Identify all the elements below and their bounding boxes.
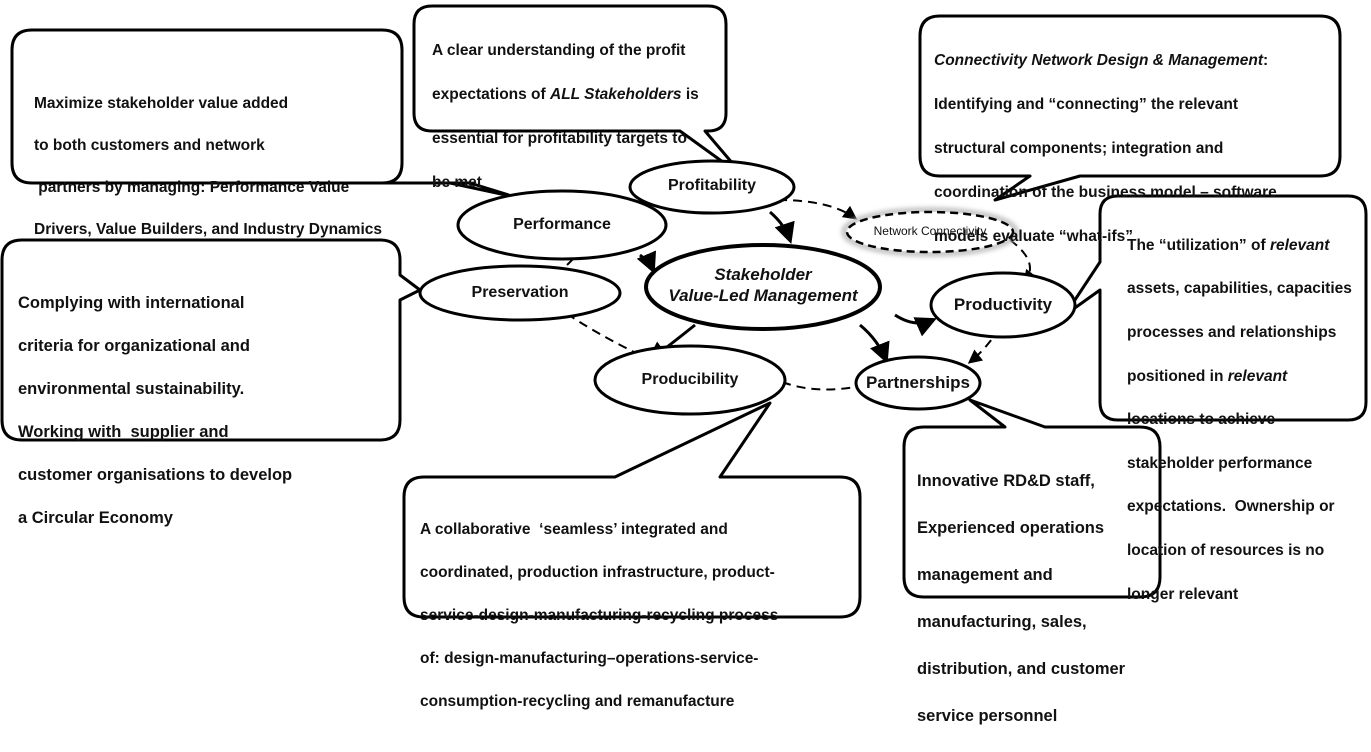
callout-partnerships-line4: manufacturing, sales, (917, 612, 1087, 631)
callout-preservation-box (0, 238, 422, 442)
callout-performance-text: Maximize stakeholder value added to both… (34, 72, 382, 261)
callout-performance-line4: Drivers, Value Builders, and Industry Dy… (34, 221, 383, 238)
callout-productivity-line7: expectations. Ownership or (1127, 498, 1335, 516)
callout-partnerships-line1: Innovative RD&D staff, (917, 471, 1095, 490)
callout-producibility-box (402, 401, 862, 619)
callout-productivity-line1-italic: relevant (1269, 236, 1330, 254)
callout-producibility-line2: coordinated, production infrastructure, … (420, 563, 775, 581)
callout-producibility-line4: of: design-manufacturing–operations-serv… (420, 649, 759, 667)
callout-profitability-line1: A clear understanding of the profit (432, 42, 686, 59)
callout-productivity-line1: The “utilization” of relevant (1127, 235, 1352, 257)
callout-partnerships-line3: management and (917, 565, 1053, 584)
callout-partnerships-text: Innovative RD&D staff, Experienced opera… (917, 446, 1125, 752)
arrow-center-productivity (894, 313, 937, 337)
callout-producibility-text: A collaborative ‘seamless’ integrated an… (420, 497, 778, 734)
arrow-profitability-center (769, 210, 795, 244)
node-producibility-label: Producibility (641, 371, 739, 388)
callouts (0, 4, 1368, 619)
callout-productivity-line2: assets, capabilities, capacities (1127, 280, 1352, 298)
callout-connectivity-line3: structural components; integration and (934, 140, 1224, 157)
callout-productivity-line3: processes and relationships (1127, 323, 1337, 341)
callout-connectivity-line1-italic: Connectivity Network Design & Management (934, 52, 1264, 69)
callout-preservation-line1: Complying with international (18, 293, 245, 312)
callout-preservation-line2: criteria for organizational and (18, 336, 250, 355)
node-productivity-ellipse (929, 271, 1077, 339)
callout-productivity-line9: longer relevant (1127, 585, 1239, 603)
node-productivity-label: Productivity (953, 295, 1053, 314)
stakeholder-value-diagram (0, 4, 1368, 619)
callout-performance-line1: Maximize stakeholder value added (34, 95, 289, 112)
callout-performance-box (10, 28, 517, 199)
callout-connectivity-line2: Identifying and “connecting” the relevan… (934, 96, 1239, 113)
arrow-center-partnerships (859, 323, 890, 364)
callout-producibility-line1: A collaborative ‘seamless’ integrated an… (420, 520, 728, 538)
callout-preservation-line5: customer organisations to develop (18, 465, 293, 484)
callout-connectivity-line4: coordination of the business model – sof… (934, 184, 1277, 201)
callout-connectivity-box (918, 14, 1342, 202)
callout-connectivity-line5: models evaluate “what-ifs” (934, 228, 1133, 245)
arrow-performance-center (636, 250, 657, 274)
callout-partnerships-line2: Experienced operations (917, 518, 1105, 537)
callout-partnerships-line6: service personnel (917, 706, 1058, 725)
node-producibility-ellipse (593, 344, 787, 416)
callout-producibility-line3: service-design-manufacturing-recycling p… (420, 606, 779, 624)
callout-partnerships-line5: distribution, and customer (917, 659, 1126, 678)
callout-preservation-line6: a Circular Economy (18, 508, 173, 527)
callout-connectivity-text: Connectivity Network Design & Management… (934, 28, 1277, 270)
node-network-ellipse (845, 210, 1015, 254)
callout-profitability-text: A clear understanding of the profit expe… (432, 18, 699, 216)
node-network-label: Network Connectivity (873, 224, 987, 238)
callout-profitability-line2-italic: ALL Stakeholders (550, 86, 682, 103)
callout-productivity-line6: stakeholder performance (1127, 454, 1313, 472)
callout-preservation-line4: Working with supplier and (18, 422, 229, 441)
node-preservation-ellipse (418, 264, 622, 322)
callout-performance-line3: partners by managing: Performance Value (34, 179, 350, 196)
node-profitability-label: Profitability (667, 177, 756, 194)
callout-profitability-line2-suffix: is (681, 86, 699, 103)
node-partnerships-ellipse (854, 355, 982, 411)
callout-productivity-line4: positioned in relevant (1127, 366, 1352, 388)
node-partnerships-label: Partnerships (866, 373, 970, 392)
callout-performance-line2: to both customers and network (34, 137, 265, 154)
connector-partnerships-producibility (784, 382, 866, 391)
callout-profitability-box (412, 4, 747, 180)
center-label-line1: Stakeholder (714, 265, 812, 284)
node-performance-ellipse (456, 189, 668, 261)
node-profitability-ellipse (628, 159, 796, 215)
callout-preservation-text: Complying with international criteria fo… (18, 271, 292, 551)
callout-productivity-text: The “utilization” of relevant assets, ca… (1127, 213, 1352, 627)
node-preservation-label: Preservation (471, 284, 569, 301)
callout-productivity-box (1063, 194, 1368, 422)
connector-profitability-network (777, 199, 858, 220)
callout-productivity-line4-italic: relevant (1227, 367, 1288, 385)
nodes (418, 159, 1077, 416)
callout-preservation-line3: environmental sustainability. (18, 379, 245, 398)
callout-productivity-line5: locations to achieve (1127, 411, 1276, 429)
callout-partnerships-box (902, 398, 1162, 599)
callout-connectivity-line1: Connectivity Network Design & Management… (934, 50, 1277, 72)
callout-productivity-line1-prefix: The “utilization” of (1127, 236, 1270, 254)
callout-connectivity-line1-suffix: : (1263, 52, 1269, 69)
callout-productivity-line8: location of resources is no (1127, 541, 1325, 559)
center-label-line2: Value-Led Management (668, 286, 858, 305)
callout-profitability-line4: be met (432, 174, 482, 191)
callout-productivity-line4-prefix: positioned in (1127, 367, 1228, 385)
callout-profitability-line2: expectations of ALL Stakeholders is (432, 84, 699, 106)
node-performance-label: Performance (513, 216, 611, 233)
callout-producibility-line5: consumption-recycling and remanufacture (420, 692, 735, 710)
node-center-ellipse (644, 243, 882, 331)
callout-profitability-line3: essential for profitability targets to (432, 130, 687, 147)
callout-profitability-line2-prefix: expectations of (432, 86, 550, 103)
